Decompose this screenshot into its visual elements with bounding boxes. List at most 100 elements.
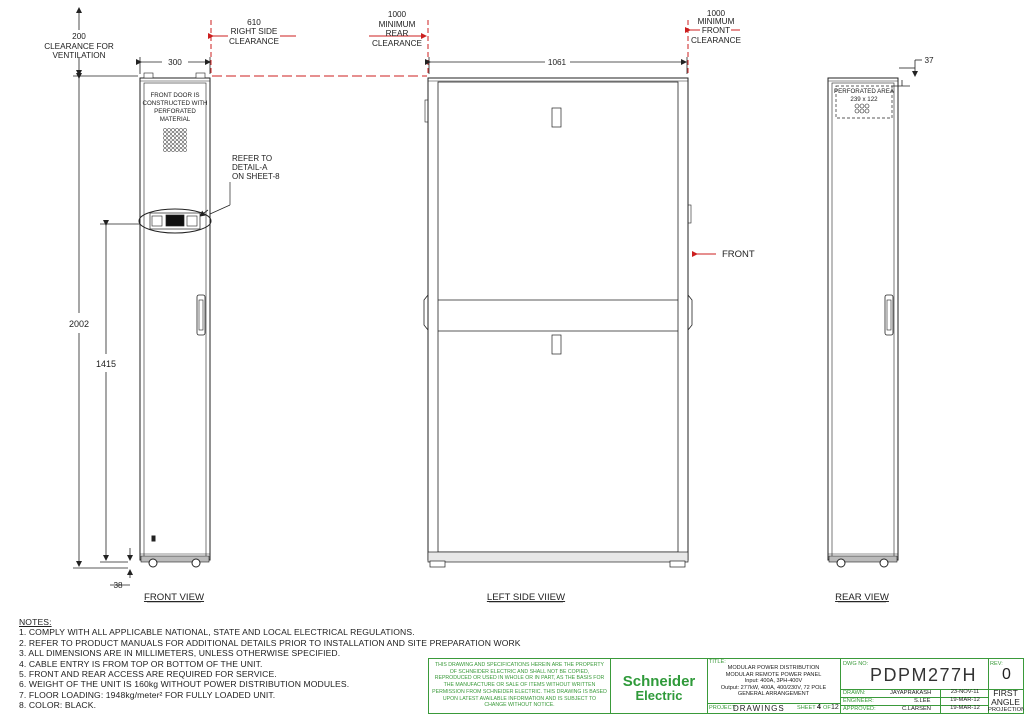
sheet-number: 4 [817, 704, 821, 711]
notes-heading: NOTES: [19, 617, 52, 627]
perforation-hole [175, 144, 179, 148]
of-label: OF [823, 705, 831, 711]
perforation-hole [179, 140, 183, 144]
front-direction-label: FRONT [722, 249, 755, 260]
front-view-label: FRONT VIEW [144, 592, 205, 603]
note-item: 1. COMPLY WITH ALL APPLICABLE NATIONAL, … [19, 627, 415, 638]
rear-perforation-symbol [854, 103, 870, 114]
perforation-hole [163, 148, 167, 152]
engineer-name: S.LEE [914, 698, 931, 704]
note-item: 2. REFER TO PRODUCT MANUALS FOR ADDITION… [19, 637, 521, 648]
front-door-perforation [163, 128, 187, 152]
perforation-hole [163, 136, 167, 140]
drawn-label: DRAWN: [843, 690, 866, 696]
perforation-hole [167, 128, 171, 132]
approved-row: APPROVED: C.LARSEN 19-MAR-12 [840, 705, 989, 713]
refer-note-line1: REFER TO [232, 154, 272, 163]
perforation-hole [167, 140, 171, 144]
note-item: 3. ALL DIMENSIONS ARE IN MILLIMETERS, UN… [19, 648, 341, 659]
front-door-note-line4: MATERIAL [160, 116, 191, 123]
front-clearance-value: 1000 [707, 9, 726, 18]
schneider-logo: Schneider Electric [611, 659, 708, 713]
right-side-clearance-value: 610 [247, 18, 261, 27]
perforation-hole [171, 144, 175, 148]
refer-note-line3: ON SHEET-8 [232, 172, 280, 181]
notes-block: NOTES: 1. COMPLY WITH ALL APPLICABLE NAT… [19, 617, 521, 711]
projection-line1: FIRST [993, 688, 1018, 698]
perforation-hole [179, 136, 183, 140]
rev-label: REV: [990, 661, 1003, 667]
perforation-hole [179, 128, 183, 132]
title-cell: TITLE: MODULAR POWER DISTRIBUTION MODULA… [707, 659, 841, 704]
right-side-clearance-line2: CLEARANCE [229, 37, 280, 46]
perforation-hole [167, 136, 171, 140]
left-side-view-label: LEFT SIDE VIIEW [487, 592, 566, 603]
perforation-hole [167, 132, 171, 136]
title-label: TITLE: [709, 659, 726, 665]
rear-clearance-line3: CLEARANCE [372, 39, 423, 48]
perforation-hole [175, 132, 179, 136]
title-block: THIS DRAWING AND SPECIFICATIONS HEREIN A… [428, 658, 1024, 714]
perforation-hole [163, 132, 167, 136]
perforation-hole [183, 148, 187, 152]
engineer-label: ENGINEER: [843, 698, 874, 704]
left-side-view-cabinet [423, 77, 693, 568]
note-item: 6. WEIGHT OF THE UNIT IS 160kg WITHOUT P… [19, 679, 350, 690]
rear-clearance-line2: REAR [386, 29, 409, 38]
front-view-cabinet [138, 72, 212, 568]
note-item: 8. COLOR: BLACK. [19, 700, 97, 711]
revision-value: 0 [1002, 666, 1011, 683]
base-height-dimension: 38 [113, 581, 123, 590]
sheet-label: SHEET [797, 705, 816, 711]
project-label: PROJECT: [709, 705, 737, 711]
perforation-hole [175, 128, 179, 132]
dwg-label: DWG NO: [843, 661, 869, 667]
projection-cell: FIRST ANGLE PROJECTION [988, 688, 1024, 713]
right-side-clearance-line1: RIGHT SIDE [231, 27, 278, 36]
perforation-hole [175, 148, 179, 152]
drawn-date: 23-NOV-11 [940, 689, 989, 697]
rear-clearance-line1: MINIMUM [379, 20, 416, 29]
vent-clearance-line2: VENTILATION [52, 51, 105, 60]
note-item: 7. FLOOR LOADING: 1948kg/meter² FOR FULL… [19, 689, 276, 700]
rear-clearance-value: 1000 [388, 10, 407, 19]
drawn-by: JAYAPRAKASH [890, 690, 932, 696]
front-door-note-line3: PERFORATED [154, 108, 196, 115]
engineer-row: ENGINEER: S.LEE 19-MAR-12 [840, 697, 989, 706]
perforation-hole [175, 140, 179, 144]
disclaimer-text: THIS DRAWING AND SPECIFICATIONS HEREIN A… [429, 659, 611, 713]
perforation-hole [163, 140, 167, 144]
front-door-note-line2: CONSTRUCTED WITH [143, 100, 208, 107]
project-cell: PROJECT: DRAWINGS SHEET 4 OF 12 [707, 703, 841, 713]
perforation-hole [183, 132, 187, 136]
perforation-hole [171, 132, 175, 136]
perforation-hole [163, 144, 167, 148]
perforation-hole [171, 140, 175, 144]
approved-by: C.LARSEN [902, 706, 931, 712]
perforation-hole [183, 128, 187, 132]
title-line: Output: 277kW, 400A, 400/230V, 72 POLE [720, 684, 827, 691]
rear-view-cabinet [827, 77, 899, 568]
side-width-dimension: 1061 [548, 58, 567, 67]
perforation-hole [183, 136, 187, 140]
title-line: Input: 400A, 3PH-400V [744, 678, 803, 685]
project-value: DRAWINGS [733, 704, 785, 713]
perforation-hole [179, 148, 183, 152]
revision-cell: REV: 0 [988, 659, 1023, 690]
clearance-lines [208, 20, 740, 257]
total-height-dimension: 2002 [69, 319, 89, 329]
perforation-hole [171, 148, 175, 152]
front-clearance-line3: CLEARANCE [691, 36, 742, 45]
panel-height-dimension: 1415 [96, 359, 116, 369]
perforation-hole [175, 136, 179, 140]
projection-line2: ANGLE [991, 696, 1020, 707]
logo-line2: Electric [635, 688, 683, 703]
title-line: MODULAR REMOTE POWER PANEL [725, 671, 822, 678]
perforation-hole [183, 144, 187, 148]
refer-note-line2: DETAIL-A [232, 163, 268, 172]
engineer-date: 19-MAR-12 [940, 697, 989, 705]
approved-label: APPROVED: [843, 706, 876, 712]
perforation-hole [179, 144, 183, 148]
front-clearance-line2: FRONT [702, 26, 730, 35]
